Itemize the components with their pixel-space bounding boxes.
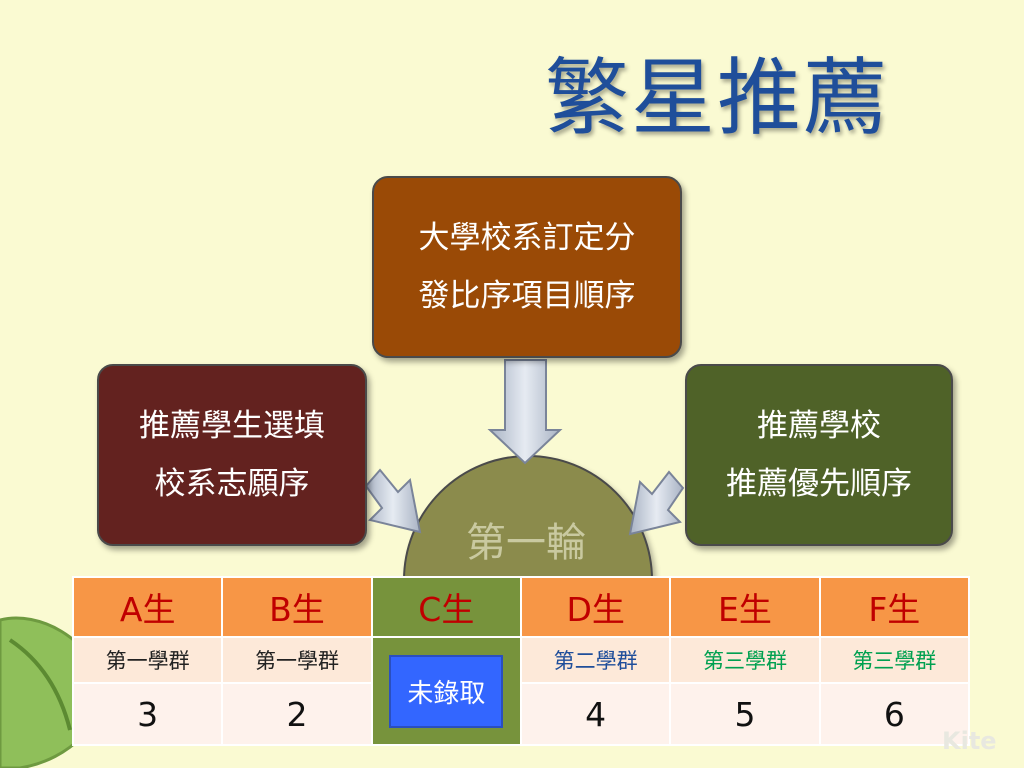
student-a-header: A生	[71, 576, 224, 638]
kite-watermark: Kite	[942, 727, 997, 755]
student-b-header: B生	[221, 576, 373, 638]
criteria-box: 大學校系訂定分 發比序項目順序	[372, 176, 682, 358]
arrow-right-icon	[364, 468, 422, 534]
student-a-group: 第一學群	[71, 636, 224, 684]
student-preference-box: 推薦學生選填 校系志願序	[97, 364, 367, 546]
center-label: 第一輪	[466, 520, 586, 566]
table-rank-row: 3 2 4 5 6	[71, 682, 971, 746]
student-e-header: E生	[669, 576, 821, 638]
student-e-group: 第三學群	[669, 636, 821, 684]
school-priority-line-1: 推薦學校	[757, 408, 881, 444]
school-priority-box: 推薦學校 推薦優先順序	[685, 364, 953, 546]
student-d-group: 第二學群	[519, 636, 672, 684]
student-e-rank: 5	[669, 682, 821, 746]
criteria-line-1: 大學校系訂定分	[418, 220, 636, 256]
student-a-rank: 3	[71, 682, 224, 746]
table-group-row: 第一學群 第一學群 未錄取 第二學群 第三學群 第三學群	[71, 636, 971, 746]
student-d-header: D生	[519, 576, 672, 638]
arrow-left-icon	[628, 470, 685, 536]
arrow-down-icon	[487, 359, 563, 465]
school-priority-line-2: 推薦優先順序	[726, 466, 912, 502]
student-f-rank: 6	[818, 682, 971, 746]
student-pref-line-1: 推薦學生選填	[139, 408, 325, 444]
student-c-status-cell: 未錄取	[370, 636, 522, 746]
table-header-row: A生 B生 C生 D生 E生 F生	[71, 576, 971, 638]
student-d-rank: 4	[519, 682, 672, 746]
page-title: 繁星推薦	[545, 49, 890, 147]
student-table: A生 B生 C生 D生 E生 F生 第一學群 第一學群 未錄取 第二學群 第三學…	[71, 576, 971, 746]
criteria-line-2: 發比序項目順序	[418, 278, 636, 314]
student-b-group: 第一學群	[221, 636, 373, 684]
not-admitted-badge: 未錄取	[389, 654, 504, 728]
student-f-header: F生	[818, 576, 971, 638]
student-f-group: 第三學群	[818, 636, 971, 684]
student-b-rank: 2	[221, 682, 373, 746]
student-c-header: C生	[370, 576, 522, 638]
student-pref-line-2: 校系志願序	[154, 466, 310, 502]
